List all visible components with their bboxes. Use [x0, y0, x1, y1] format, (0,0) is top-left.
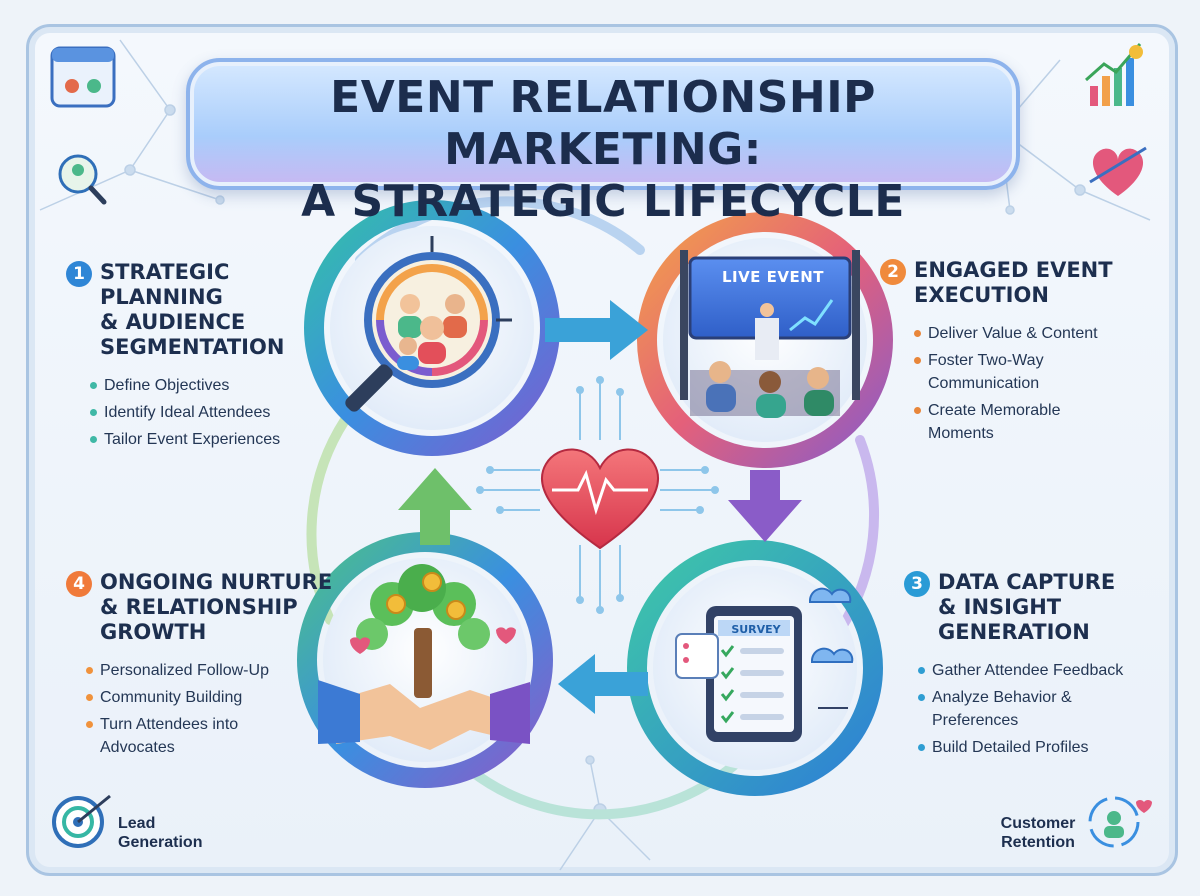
stage-4-number: 4: [66, 571, 92, 597]
bullet-item: Tailor Event Experiences: [86, 428, 356, 451]
stage-3-circle: [627, 540, 883, 796]
stage-1-title-line: & Audience: [100, 310, 246, 334]
stage-1-title-line: Segmentation: [100, 335, 285, 359]
retention-cycle-icon: [1088, 796, 1152, 848]
stage-1-title-line: Strategic Planning: [100, 260, 230, 309]
bullet-item: Create Memorable Moments: [910, 399, 1110, 445]
bullet-item: Community Building: [82, 686, 302, 709]
growth-chart-icon: [1085, 43, 1143, 106]
stage-3-text: 3 Data Capture & Insight Generation Gath…: [904, 570, 1164, 763]
title-line-2: A Strategic Lifecycle: [301, 176, 905, 227]
stage-4-title-line: & Relationship: [100, 595, 298, 619]
stage-2-title: Engaged Event Execution: [914, 258, 1113, 308]
stage-1-circle: [304, 200, 560, 456]
stage-2-title-line: Engaged Event: [914, 258, 1113, 282]
bullet-item: Personalized Follow-Up: [82, 659, 302, 682]
stage-2-bullets: Deliver Value & Content Foster Two-Way C…: [910, 322, 1110, 445]
cycle-arrows: [398, 300, 802, 714]
stage-1-number: 1: [66, 261, 92, 287]
customer-retention-label: Customer Retention: [1000, 815, 1076, 851]
stage-4-circle: [297, 532, 553, 788]
lead-generation-label: Lead Generation: [118, 815, 203, 851]
stage-2-title-line: Execution: [914, 283, 1049, 307]
title-banner: Event Relationship Marketing: A Strategi…: [186, 58, 1020, 227]
bullet-item: Turn Attendees into Advocates: [82, 713, 302, 759]
calendar-people-icon: [50, 46, 116, 108]
search-person-icon: [58, 154, 107, 205]
stage-2-circle: [637, 212, 893, 468]
stage-3-bullets: Gather Attendee Feedback Analyze Behavio…: [914, 659, 1134, 759]
stage-4-text: 4 Ongoing Nurture & Relationship Growth …: [66, 570, 336, 763]
bullet-item: Identify Ideal Attendees: [86, 401, 356, 424]
stage-2-number: 2: [880, 259, 906, 285]
bullet-item: Foster Two-Way Communication: [910, 349, 1110, 395]
stage-4-title-line: Ongoing Nurture: [100, 570, 333, 594]
stage-2-text: 2 Engaged Event Execution Deliver Value …: [880, 258, 1150, 449]
stage-1-bullets: Define Objectives Identify Ideal Attende…: [86, 374, 356, 451]
stage-1-text: 1 Strategic Planning & Audience Segmenta…: [66, 260, 356, 455]
stage-4-title-line: Growth: [100, 620, 207, 644]
bullet-item: Analyze Behavior & Preferences: [914, 686, 1134, 732]
survey-screen-text: SURVEY: [731, 623, 781, 636]
target-arrow-icon: [52, 794, 111, 848]
stage-3-title: Data Capture & Insight Generation: [938, 570, 1115, 645]
stage-3-number: 3: [904, 571, 930, 597]
stage-4-bullets: Personalized Follow-Up Community Buildin…: [82, 659, 302, 759]
stage-1-title: Strategic Planning & Audience Segmentati…: [100, 260, 356, 360]
heart-arrow-icon: [1089, 146, 1147, 196]
live-event-screen-text: LIVE EVENT: [721, 268, 825, 286]
stage-3-title-line: Data Capture: [938, 570, 1116, 594]
stage-3-title-line: Generation: [938, 620, 1090, 644]
bullet-item: Build Detailed Profiles: [914, 736, 1134, 759]
heart-hub: [476, 376, 719, 614]
title-line-1: Event Relationship Marketing:: [330, 72, 876, 175]
bullet-item: Deliver Value & Content: [910, 322, 1110, 345]
bullet-item: Gather Attendee Feedback: [914, 659, 1134, 682]
stage-3-title-line: & Insight: [938, 595, 1062, 619]
bullet-item: Define Objectives: [86, 374, 356, 397]
stage-4-title: Ongoing Nurture & Relationship Growth: [100, 570, 332, 645]
